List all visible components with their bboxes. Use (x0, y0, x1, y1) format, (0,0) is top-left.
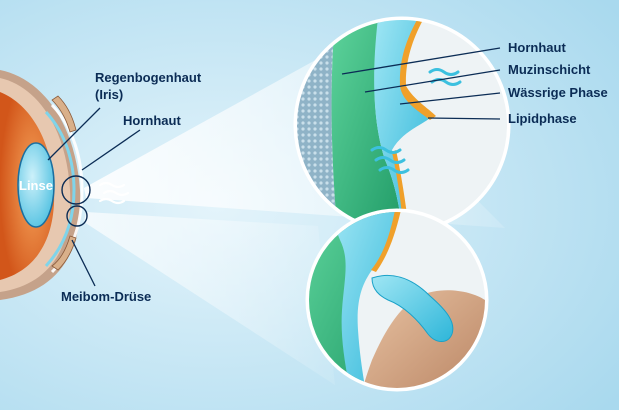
label-hornhaut-right: Hornhaut (508, 40, 566, 55)
label-linse: Linse (19, 178, 53, 193)
label-waessrige-phase: Wässrige Phase (508, 85, 608, 100)
label-hornhaut-left: Hornhaut (123, 113, 181, 128)
label-lipidphase: Lipidphase (508, 111, 577, 126)
label-muzinschicht: Muzinschicht (508, 62, 591, 77)
label-regenbogenhaut: Regenbogenhaut (95, 70, 202, 85)
label-meibom: Meibom-Drüse (61, 289, 151, 304)
label-iris: (Iris) (95, 87, 123, 102)
